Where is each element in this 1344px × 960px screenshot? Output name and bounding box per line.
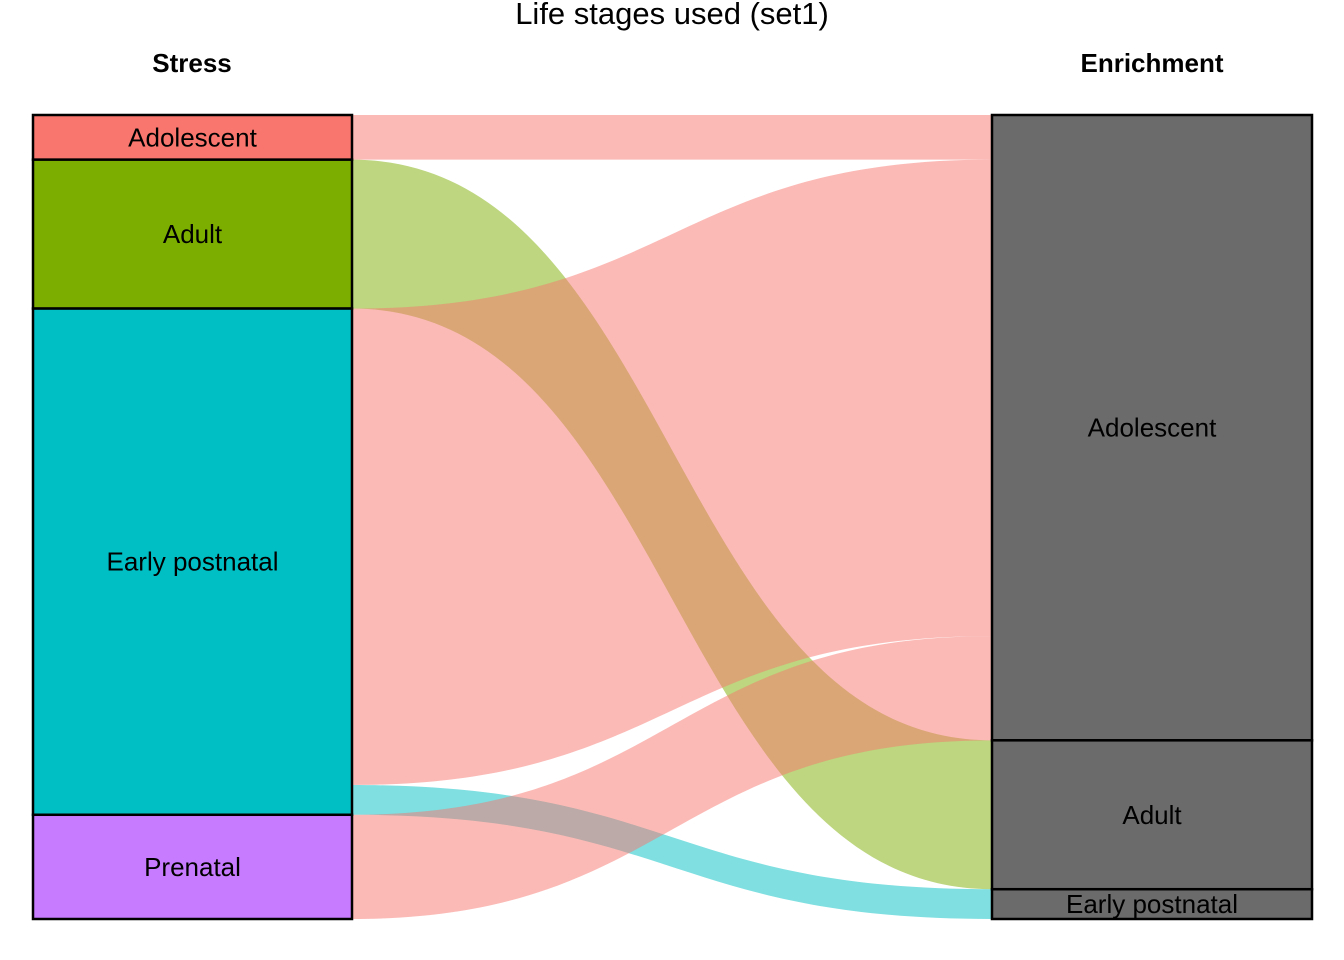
enrichment-node-label-adult: Adult: [1122, 800, 1182, 830]
right-axis-label: Enrichment: [1080, 48, 1223, 78]
flow-prenatal-to-adolescent: [352, 636, 992, 919]
enrichment-node-early-postnatal: [990, 887, 1314, 921]
stress-node-prenatal: [31, 813, 354, 921]
stress-node-adolescent: [31, 113, 354, 161]
flows-layer: [352, 115, 992, 919]
left-axis-label: Stress: [152, 48, 232, 78]
stress-node-label-early-postnatal: Early postnatal: [107, 547, 279, 577]
chart-title: Life stages used (set1): [515, 0, 829, 31]
stress-node-label-adult: Adult: [163, 219, 223, 249]
stress-node-label-adolescent: Adolescent: [128, 122, 257, 152]
flow-early-postnatal-to-adolescent: [352, 159, 992, 785]
stress-node-label-prenatal: Prenatal: [144, 852, 241, 882]
flow-adolescent-to-adolescent: [352, 115, 992, 160]
stress-node-early-postnatal: [31, 307, 354, 817]
enrichment-node-label-early-postnatal: Early postnatal: [1066, 889, 1238, 919]
stress-node-adult: [31, 158, 354, 310]
enrichment-node-label-adolescent: Adolescent: [1088, 413, 1217, 443]
enrichment-node-adolescent: [990, 113, 1314, 742]
enrichment-node-adult: [990, 739, 1314, 891]
